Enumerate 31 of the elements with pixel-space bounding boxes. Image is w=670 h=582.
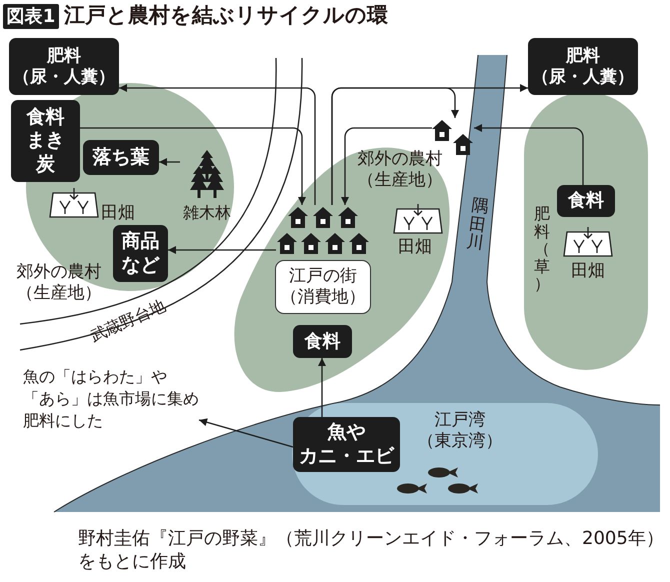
arrow [80,127,306,205]
area-label: 郊外の農村（生産地） [356,149,444,192]
resource-box: 肥料（尿・人糞） [528,38,638,95]
title-text: 江戸と農村を結ぶリサイクルの環 [64,2,388,28]
field-label: 田畑 [101,203,135,224]
bay-label: 江戸湾（東京湾） [416,410,504,452]
arrow [474,124,584,185]
field-label: 田畑 [398,237,432,258]
woodland-label: 雑木林 [182,203,232,223]
resource-box: 食料 [557,185,615,217]
arrow [198,418,294,448]
resource-box: 魚やカニ・エビ [293,417,400,472]
arrow [341,127,432,205]
figure-number-badge: 図表1 [3,4,59,29]
resource-box: 食料まき炭 [11,100,80,182]
river-label: 隅田川 [465,196,490,254]
resource-box: 肥料（尿・人糞） [9,38,119,95]
bay-area [292,403,598,505]
arrow [318,358,326,417]
city-box: 江戸の街（消費地） [275,260,371,314]
note-text: 魚の「はらわた」や「あら」は魚市場に集め肥料にした [23,366,199,432]
arrow [159,158,180,166]
resource-box: 食料 [293,325,352,358]
resource-box: 商品など [113,225,168,282]
area-label: 郊外の農村（生産地） [16,262,102,304]
arrow [119,84,316,205]
field-label: 田畑 [571,261,605,282]
resource-box: 落ち葉 [83,140,159,175]
arrow [331,87,459,205]
vertical-label: 肥料（草） [534,205,550,293]
source-caption: 野村圭佑『江戸の野菜』（荒川クリーンエイド・フォーラム、2005年）をもとに作成 [78,527,664,574]
